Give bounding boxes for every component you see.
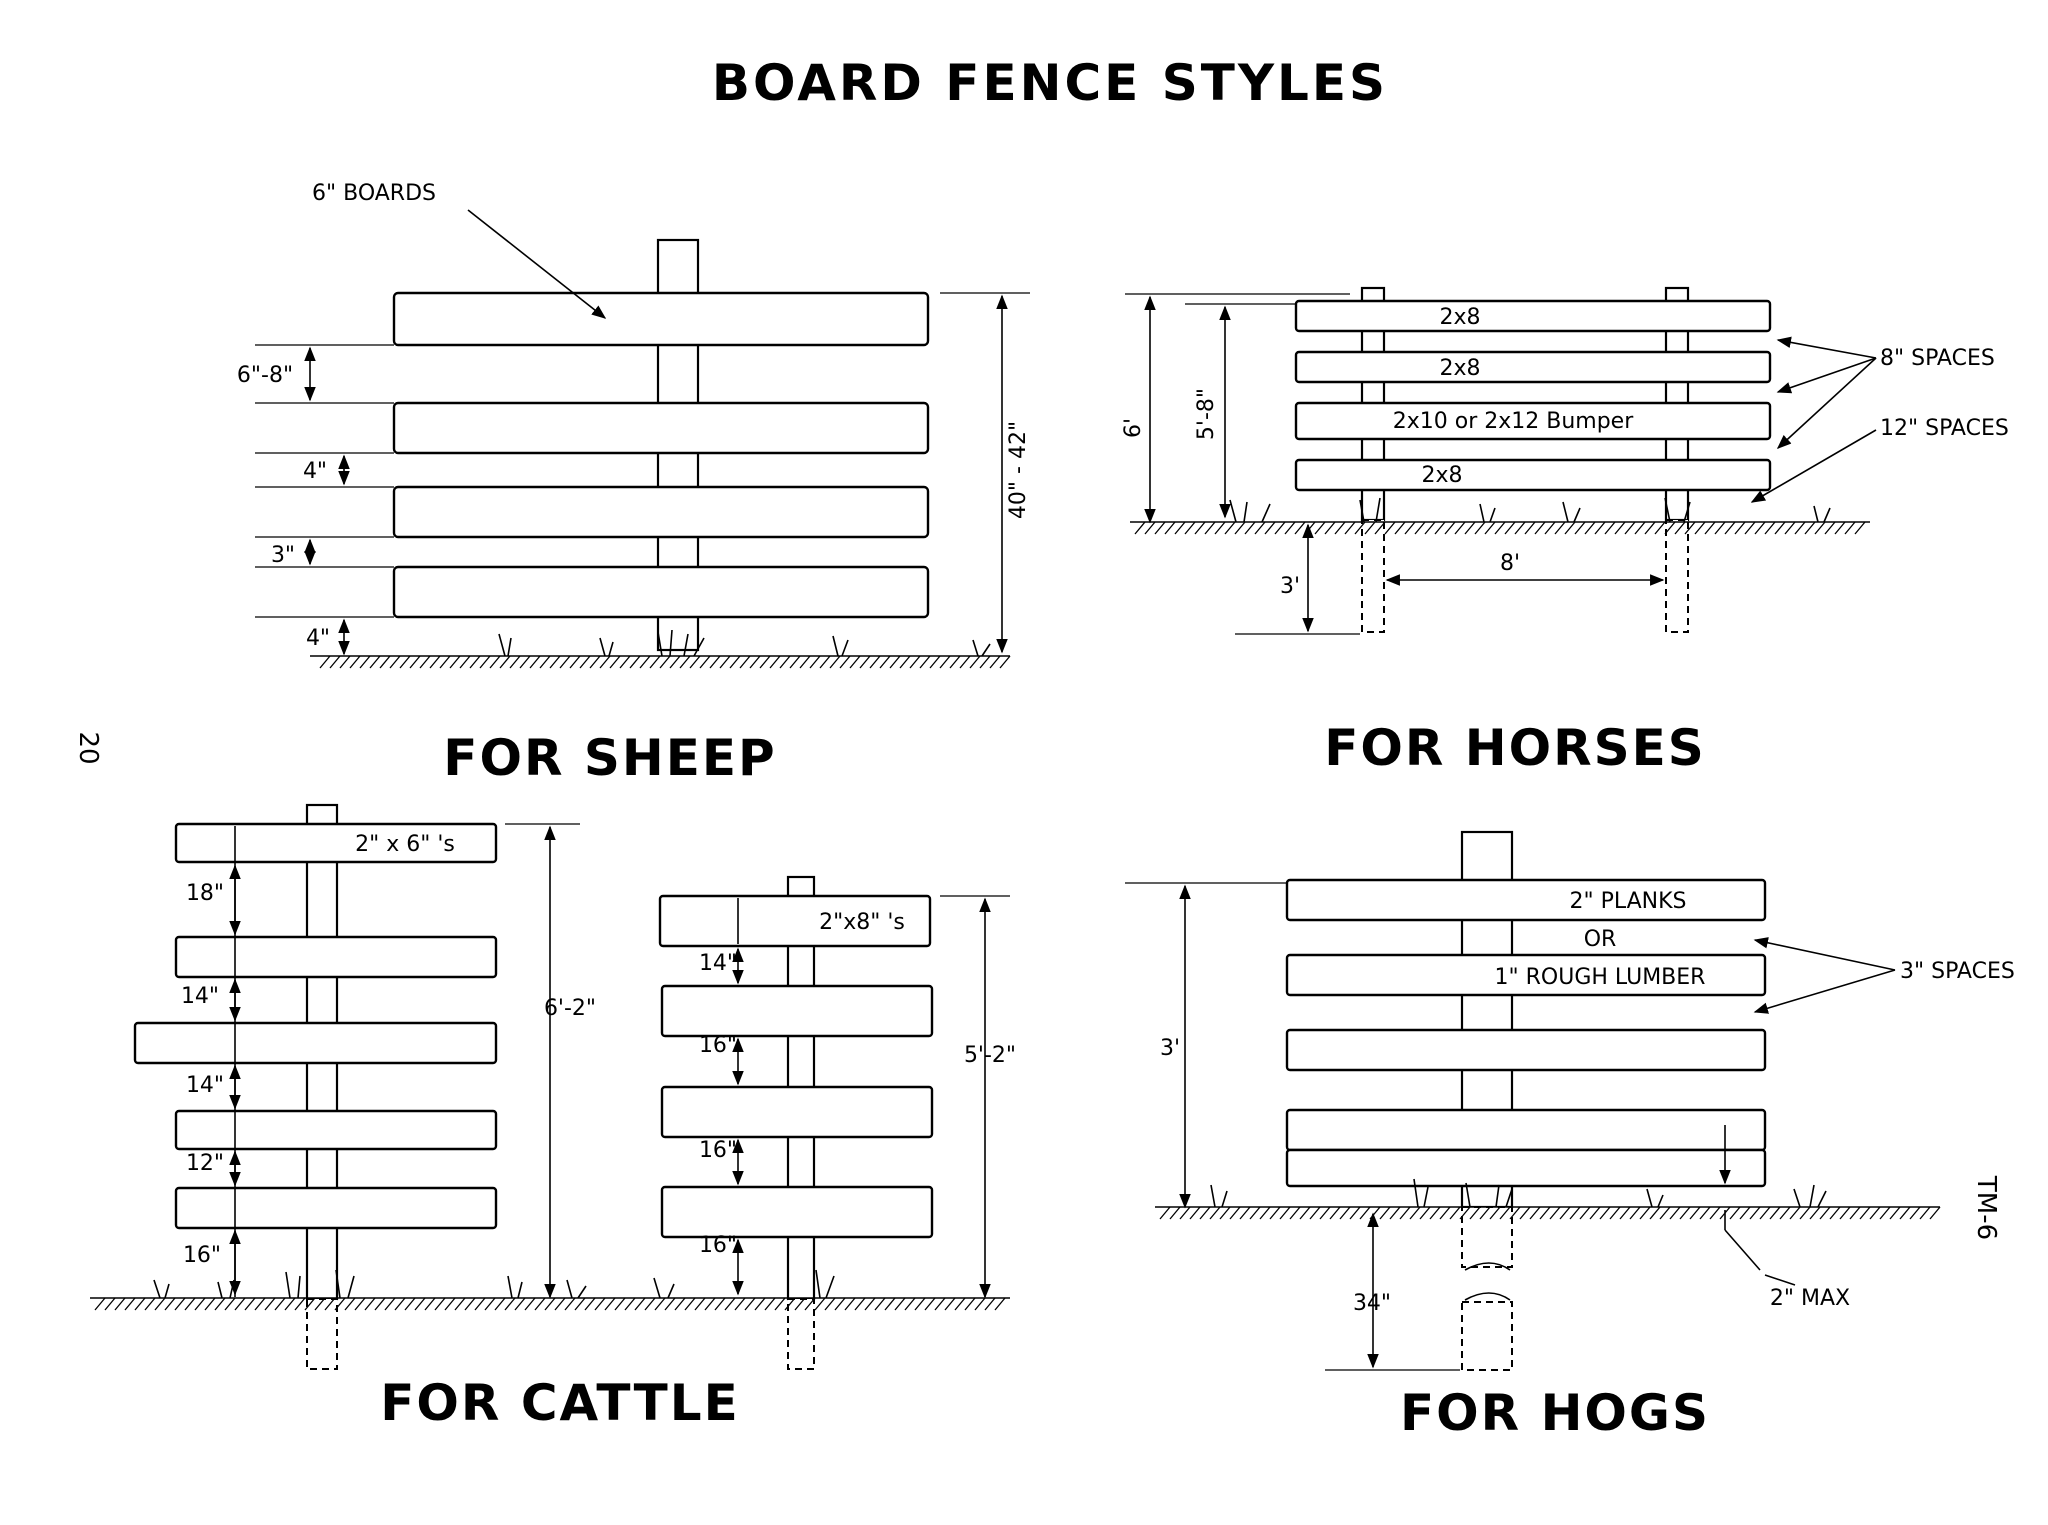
horses-label: FOR HORSES	[1324, 719, 1706, 777]
cattle-right-gap-3: 16"	[699, 1138, 737, 1163]
sheep-board-1	[392, 291, 930, 347]
sheep-gap-top: 6"-8"	[237, 363, 293, 388]
sheep-board-2	[392, 401, 930, 455]
sheep-boards-note: 6" BOARDS	[312, 181, 436, 206]
cattle-left-board: 2" x 6" 's	[355, 832, 455, 857]
horses-height-total: 6'	[1121, 418, 1146, 438]
sheep-height: 40" - 42"	[1006, 421, 1031, 519]
sheep-gap-mid: 4"	[303, 459, 327, 484]
cattle-left-gap-1: 18"	[186, 881, 224, 906]
cattle-right-gap-4: 16"	[699, 1233, 737, 1258]
horses-spaces-8: 8" SPACES	[1880, 346, 1995, 371]
cattle-fence: 2" x 6" 's 18" 14" 14" 12" 16" 6'-2" 2"x…	[90, 803, 1016, 1432]
horses-span: 8'	[1500, 551, 1520, 576]
page-number: 20	[73, 731, 103, 764]
cattle-label: FOR CATTLE	[380, 1374, 739, 1432]
horses-spaces-12: 12" SPACES	[1880, 416, 2009, 441]
cattle-left-gap-3: 14"	[186, 1073, 224, 1098]
cattle-left-gap-2: 14"	[181, 984, 219, 1009]
sheep-board-3	[392, 485, 930, 539]
hogs-height: 3'	[1160, 1036, 1180, 1061]
side-code: TM-6	[1971, 1175, 2001, 1240]
sheep-fence: 6"-8" 4" 3" 4" 40" - 42" 6" BOARDS FOR S…	[237, 181, 1031, 787]
hogs-fence: 2" PLANKS OR 1" ROUGH LUMBER 3" SPACES 3…	[1125, 830, 2015, 1442]
cattle-right-board: 2"x8" 's	[819, 910, 905, 935]
page-title: BOARD FENCE STYLES	[712, 54, 1388, 112]
sheep-gap-low: 3"	[271, 543, 295, 568]
hogs-depth: 34"	[1353, 1291, 1391, 1316]
sheep-label: FOR SHEEP	[443, 729, 776, 787]
hogs-max-gap: 2" MAX	[1770, 1286, 1850, 1311]
sheep-ground-gap: 4"	[306, 626, 330, 651]
sheep-board-4	[392, 565, 930, 619]
horses-board-2: 2x8	[1439, 356, 1480, 381]
cattle-right-height: 5'-2"	[964, 1043, 1016, 1068]
hogs-plank-or: OR	[1584, 927, 1617, 952]
horses-depth: 3'	[1280, 574, 1300, 599]
hogs-plank-2: 1" ROUGH LUMBER	[1495, 965, 1706, 990]
cattle-right-gap-2: 16"	[699, 1033, 737, 1058]
cattle-left-height: 6'-2"	[544, 996, 596, 1021]
cattle-left-gap-5: 16"	[183, 1243, 221, 1268]
horses-fence: 2x8 2x8 2x10 or 2x12 Bumper 2x8 6' 5'-8"…	[1121, 286, 2009, 777]
horses-board-4: 2x8	[1421, 463, 1462, 488]
hogs-plank-1: 2" PLANKS	[1569, 889, 1686, 914]
horses-board-3: 2x10 or 2x12 Bumper	[1393, 409, 1634, 434]
hogs-label: FOR HOGS	[1400, 1384, 1710, 1442]
cattle-left-gap-4: 12"	[186, 1151, 224, 1176]
horses-height-top: 5'-8"	[1194, 388, 1219, 440]
hogs-spaces: 3" SPACES	[1900, 959, 2015, 984]
horses-board-1: 2x8	[1439, 305, 1480, 330]
cattle-right-gap-1: 14"	[699, 951, 737, 976]
